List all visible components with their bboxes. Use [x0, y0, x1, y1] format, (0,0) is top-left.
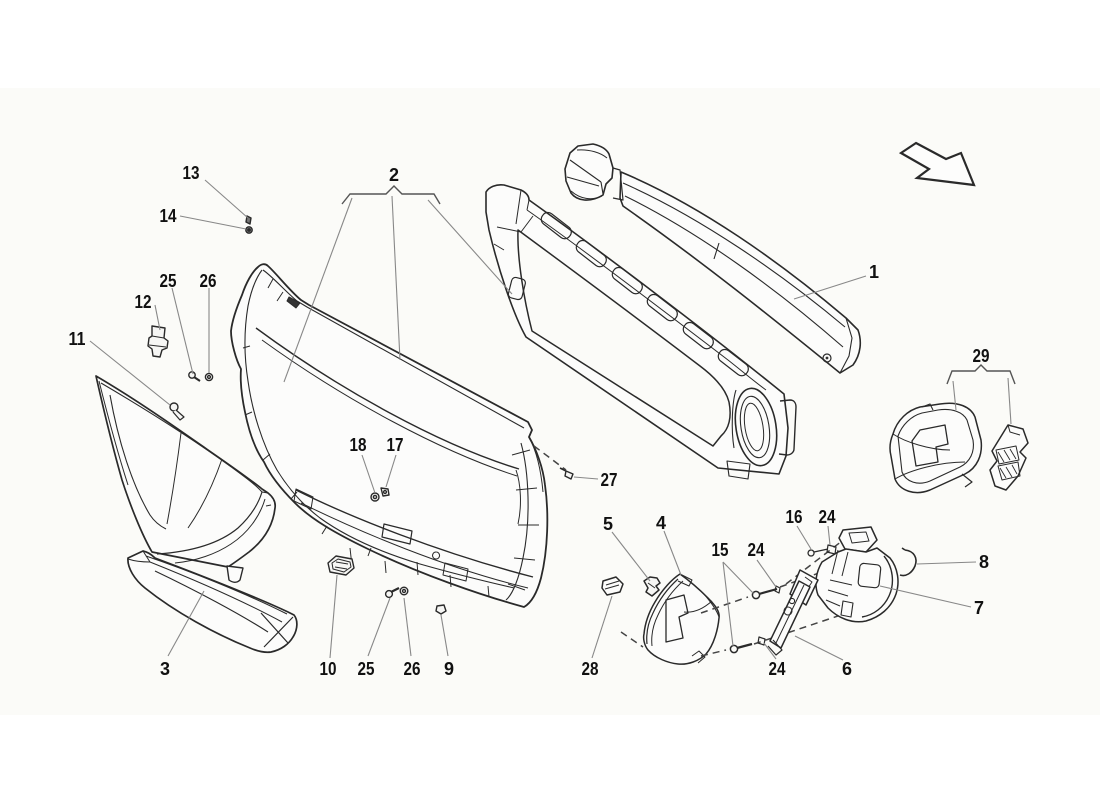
svg-text:27: 27	[601, 470, 618, 490]
svg-text:10: 10	[320, 659, 337, 679]
svg-text:7: 7	[974, 598, 984, 618]
svg-text:14: 14	[160, 206, 177, 226]
svg-text:8: 8	[979, 552, 989, 572]
svg-text:2: 2	[389, 165, 399, 185]
svg-text:18: 18	[350, 435, 367, 455]
svg-text:6: 6	[842, 659, 852, 679]
svg-text:28: 28	[582, 659, 599, 679]
svg-text:24: 24	[769, 659, 786, 679]
svg-text:17: 17	[387, 435, 404, 455]
svg-text:26: 26	[404, 659, 421, 679]
svg-text:25: 25	[358, 659, 375, 679]
svg-text:3: 3	[160, 659, 170, 679]
svg-text:24: 24	[819, 507, 836, 527]
svg-text:25: 25	[160, 271, 177, 291]
svg-text:16: 16	[786, 507, 803, 527]
svg-text:13: 13	[183, 163, 200, 183]
svg-text:24: 24	[748, 540, 765, 560]
svg-text:4: 4	[656, 513, 666, 533]
svg-text:15: 15	[712, 540, 729, 560]
svg-text:9: 9	[444, 659, 454, 679]
svg-text:1: 1	[869, 262, 879, 282]
svg-text:26: 26	[200, 271, 217, 291]
svg-text:12: 12	[135, 292, 152, 312]
svg-text:29: 29	[973, 346, 990, 366]
svg-text:11: 11	[69, 329, 86, 349]
svg-text:5: 5	[603, 514, 613, 534]
